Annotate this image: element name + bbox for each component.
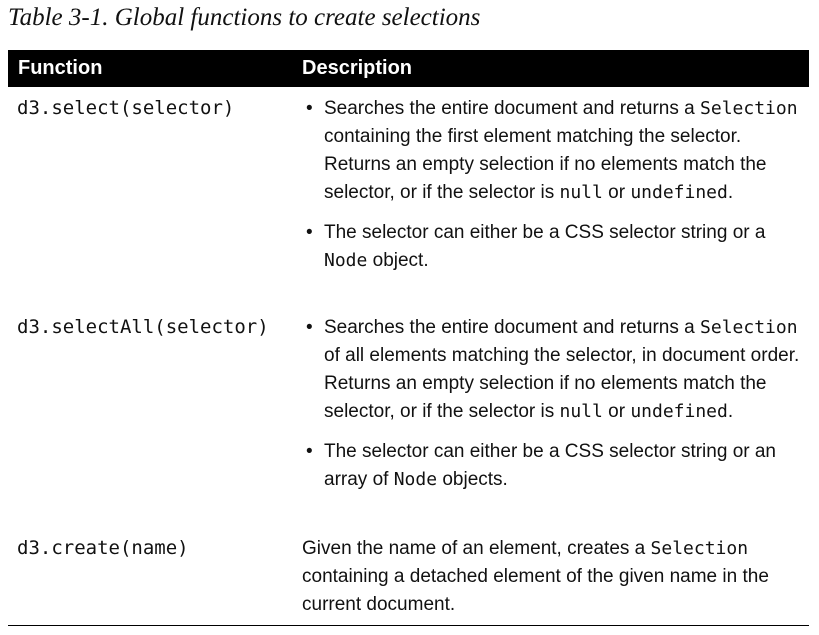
text: Given the name of an element, creates a [302, 538, 651, 559]
bullet-icon: • [306, 222, 313, 243]
table-bottom-rule [8, 625, 809, 626]
code: Node [324, 250, 368, 271]
description-text: Given the name of an element, creates a … [302, 535, 802, 619]
text: Searches the entire document and returns… [324, 98, 701, 119]
text: . [727, 401, 734, 422]
text: of all elements matching the selector, i… [324, 345, 800, 422]
code: undefined [630, 182, 728, 203]
code: Selection [700, 317, 798, 338]
text: containing a detached element of the giv… [302, 566, 769, 615]
text: or [602, 182, 631, 203]
code: Node [393, 469, 438, 490]
code: Selection [700, 98, 798, 119]
bullet-icon: • [306, 98, 313, 119]
text: The selector can either be a CSS selecto… [324, 222, 766, 243]
function-name: d3.selectAll(selector) [17, 316, 269, 338]
bullet-icon: • [306, 317, 313, 338]
description-bullet: • The selector can either be a CSS selec… [306, 219, 804, 275]
text: Searches the entire document and returns… [324, 317, 701, 338]
code: null [559, 182, 603, 203]
bullet-icon: • [306, 441, 313, 462]
header-function: Function [18, 57, 103, 79]
header-description: Description [302, 57, 413, 79]
text: object. [367, 250, 429, 271]
code: Selection [650, 538, 749, 559]
code: null [559, 401, 603, 422]
text: The selector can either be a CSS selecto… [324, 441, 777, 490]
text: containing the first element matching th… [324, 126, 767, 203]
text: objects. [437, 469, 508, 490]
function-name: d3.select(selector) [17, 97, 235, 119]
text: . [727, 182, 734, 203]
code: undefined [630, 401, 728, 422]
table-header: Function Description [8, 50, 809, 87]
function-name: d3.create(name) [17, 537, 189, 559]
description-bullet: • Searches the entire document and retur… [306, 95, 804, 207]
description-bullet: • Searches the entire document and retur… [306, 314, 804, 426]
description-bullet: • The selector can either be a CSS selec… [306, 438, 804, 494]
table-caption: Table 3-1. Global functions to create se… [8, 4, 481, 31]
text: or [602, 401, 631, 422]
